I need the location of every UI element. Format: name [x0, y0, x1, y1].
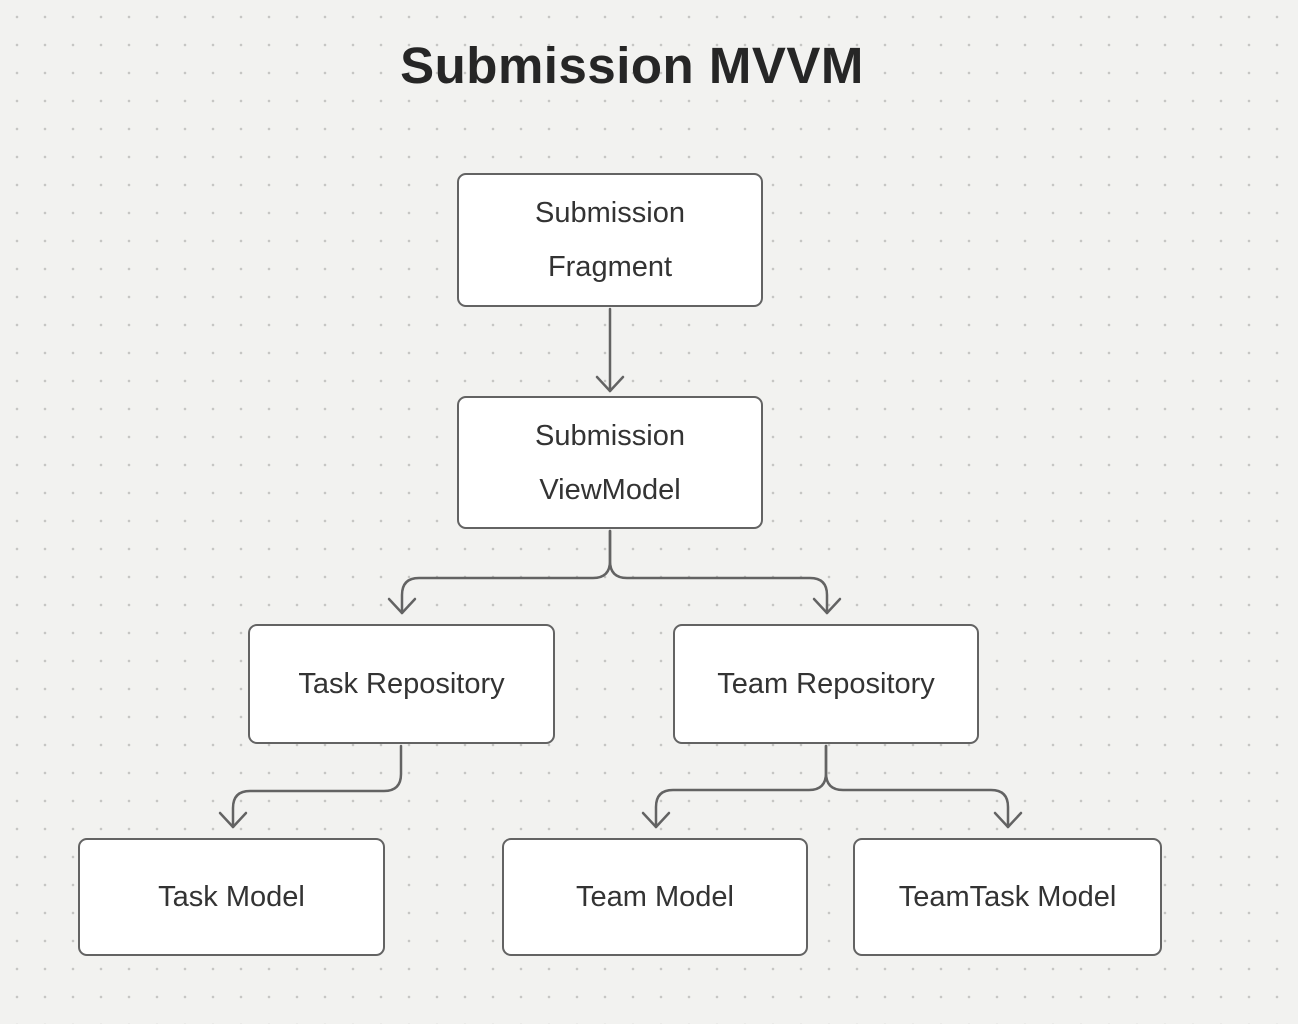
arrowhead-icon — [993, 811, 1023, 829]
node-label-line: Fragment — [547, 251, 673, 283]
node-submission-fragment: Submission Fragment — [457, 173, 763, 307]
diagram-title: Submission MVVM — [400, 37, 864, 94]
node-teamtask-model: TeamTask Model — [853, 838, 1162, 956]
node-label-line: Submission — [535, 197, 685, 229]
node-label-line: ViewModel — [539, 473, 681, 506]
node-team-repository: Team Repository — [673, 624, 979, 744]
node-label-line: Team Repository — [717, 668, 935, 700]
arrowhead-icon — [812, 597, 842, 615]
node-submission-viewmodel: Submission ViewModel — [457, 396, 763, 529]
node-label-line: Team Model — [576, 881, 734, 913]
arrowhead-icon — [595, 375, 625, 393]
edge-viewmodel-to-team-repository — [608, 529, 829, 615]
edge-viewmodel-to-task-repository — [400, 529, 612, 615]
edge-team-repository-to-teamtask-model — [824, 744, 1010, 829]
arrowhead-icon — [641, 811, 671, 829]
node-label-line: Submission — [535, 419, 685, 452]
edge-team-repository-to-team-model — [654, 744, 828, 829]
node-task-model: Task Model — [78, 838, 385, 956]
arrowhead-icon — [387, 597, 417, 615]
node-team-model: Team Model — [502, 838, 808, 956]
node-task-repository: Task Repository — [248, 624, 555, 744]
node-label-line: Task Repository — [298, 668, 505, 700]
node-label-line: Task Model — [158, 881, 305, 913]
edge-task-repository-to-task-model — [231, 744, 403, 829]
node-label-line: TeamTask Model — [898, 881, 1117, 913]
arrowhead-icon — [218, 811, 248, 829]
